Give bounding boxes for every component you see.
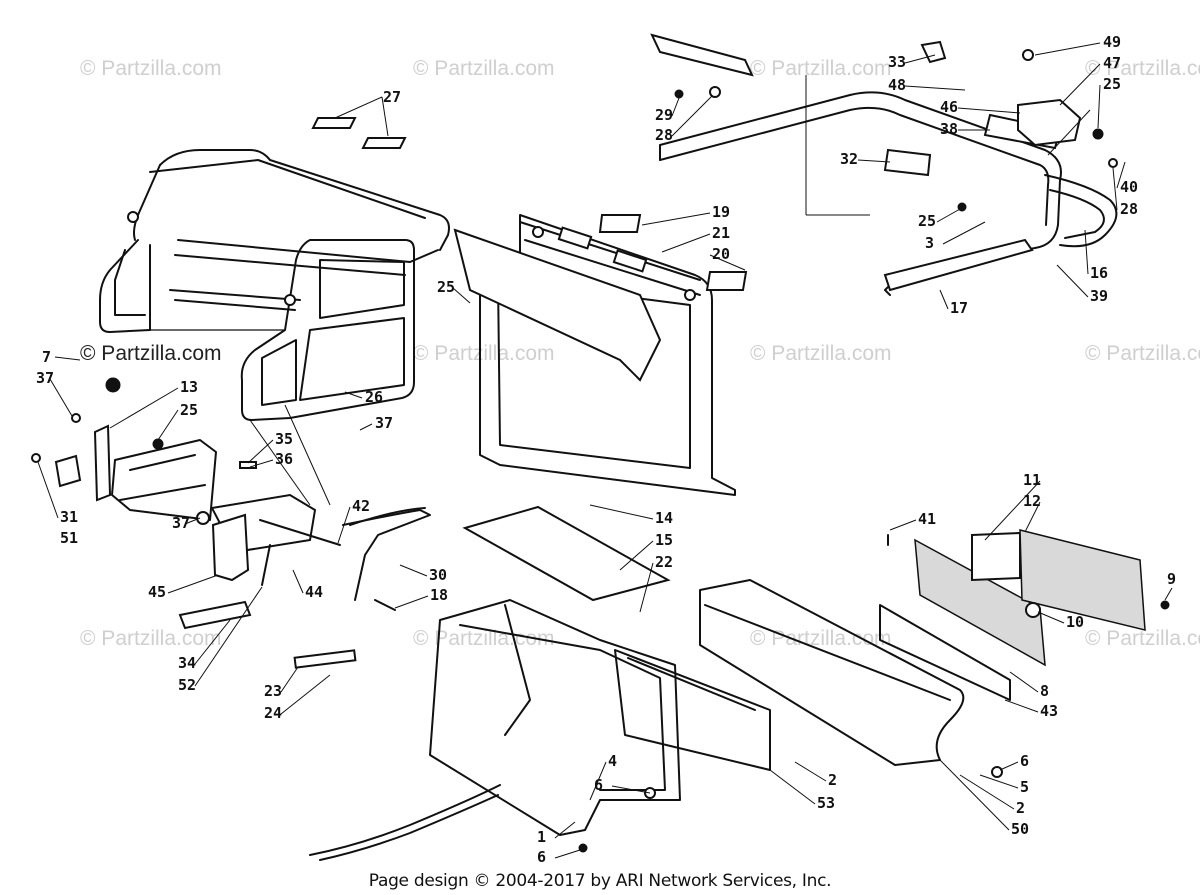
watermark: © Partzilla.com [80, 57, 222, 80]
callout: 32 [840, 150, 858, 168]
callout: 3 [925, 234, 934, 252]
callout: 45 [148, 583, 166, 601]
callout: 25 [180, 401, 198, 419]
callout: 4 [608, 752, 617, 770]
watermark: © Partzilla.com [1085, 627, 1200, 650]
callout: 39 [1090, 287, 1108, 305]
callout: 22 [655, 553, 673, 571]
leader-lines [37, 42, 1173, 859]
callout: 13 [180, 378, 198, 396]
left-bracket-assembly [31, 377, 431, 611]
callout: 44 [305, 583, 323, 601]
callout: 41 [918, 510, 936, 528]
callout: 28 [1120, 200, 1138, 218]
callout: 14 [655, 509, 673, 527]
callout: 6 [594, 776, 603, 794]
watermark-group: © Partzilla.com © Partzilla.com © Partzi… [80, 57, 1200, 650]
part-15-mat [462, 505, 671, 602]
callout: 18 [430, 586, 448, 604]
callout-labels: 27 26 37 7 37 13 25 35 36 31 51 37 42 30… [36, 33, 1176, 866]
part-27-decals [311, 117, 407, 149]
callout: 6 [1020, 752, 1029, 770]
part-17-upper-frame [650, 33, 1118, 296]
callout: 35 [275, 430, 293, 448]
callout: 52 [178, 676, 196, 694]
watermark: © Partzilla.com [750, 627, 892, 650]
watermark: © Partzilla.com [80, 342, 222, 365]
callout: 36 [275, 450, 293, 468]
callout: 21 [712, 224, 730, 242]
callout: 12 [1023, 492, 1041, 510]
callout: 37 [36, 369, 54, 387]
watermark: © Partzilla.com [1085, 57, 1200, 80]
callout: 34 [178, 654, 196, 672]
watermark: © Partzilla.com [1085, 342, 1200, 365]
callout: 26 [365, 388, 383, 406]
callout: 40 [1120, 178, 1138, 196]
watermark: © Partzilla.com [750, 57, 892, 80]
watermark: © Partzilla.com [80, 627, 222, 650]
callout: 25 [1103, 75, 1121, 93]
callout: 51 [60, 529, 78, 547]
callout: 25 [918, 212, 936, 230]
callout: 20 [712, 245, 730, 263]
callout: 38 [940, 120, 958, 138]
callout: 27 [383, 88, 401, 106]
callout: 42 [352, 497, 370, 515]
callout: 7 [42, 348, 51, 366]
callout: 1 [537, 828, 546, 846]
callout: 8 [1040, 682, 1049, 700]
part-34-reflector [178, 600, 357, 669]
callout: 25 [437, 278, 455, 296]
callout: 29 [655, 106, 673, 124]
callout: 2 [828, 771, 837, 789]
callout: 53 [817, 794, 835, 812]
callout: 50 [1011, 820, 1029, 838]
callout: 9 [1167, 570, 1176, 588]
watermark: © Partzilla.com [413, 57, 555, 80]
callout: 16 [1090, 264, 1108, 282]
watermark: © Partzilla.com [413, 342, 555, 365]
part-1-lower-box [309, 529, 1170, 861]
watermark: © Partzilla.com [413, 627, 555, 650]
callout: 30 [429, 566, 447, 584]
callout: 33 [888, 53, 906, 71]
part-26-rear-rack [99, 149, 450, 506]
callout: 11 [1023, 471, 1041, 489]
callout: 31 [60, 508, 78, 526]
part-14-side-panel [453, 214, 736, 496]
callout: 49 [1103, 33, 1121, 51]
callout: 6 [537, 848, 546, 866]
callout: 48 [888, 76, 906, 94]
callout: 17 [950, 299, 968, 317]
callout: 37 [375, 414, 393, 432]
callout: 24 [264, 704, 282, 722]
callout: 2 [1016, 799, 1025, 817]
parts-19-20-decals [598, 214, 748, 291]
callout: 15 [655, 531, 673, 549]
watermark: © Partzilla.com [750, 342, 892, 365]
callout: 43 [1040, 702, 1058, 720]
callout: 19 [712, 203, 730, 221]
callout: 37 [172, 514, 190, 532]
callout: 5 [1020, 778, 1029, 796]
footer-copyright: Page design © 2004-2017 by ARI Network S… [368, 871, 832, 891]
callout: 10 [1066, 613, 1084, 631]
callout: 28 [655, 126, 673, 144]
callout: 46 [940, 98, 958, 116]
callout: 23 [264, 682, 282, 700]
callout: 47 [1103, 54, 1121, 72]
